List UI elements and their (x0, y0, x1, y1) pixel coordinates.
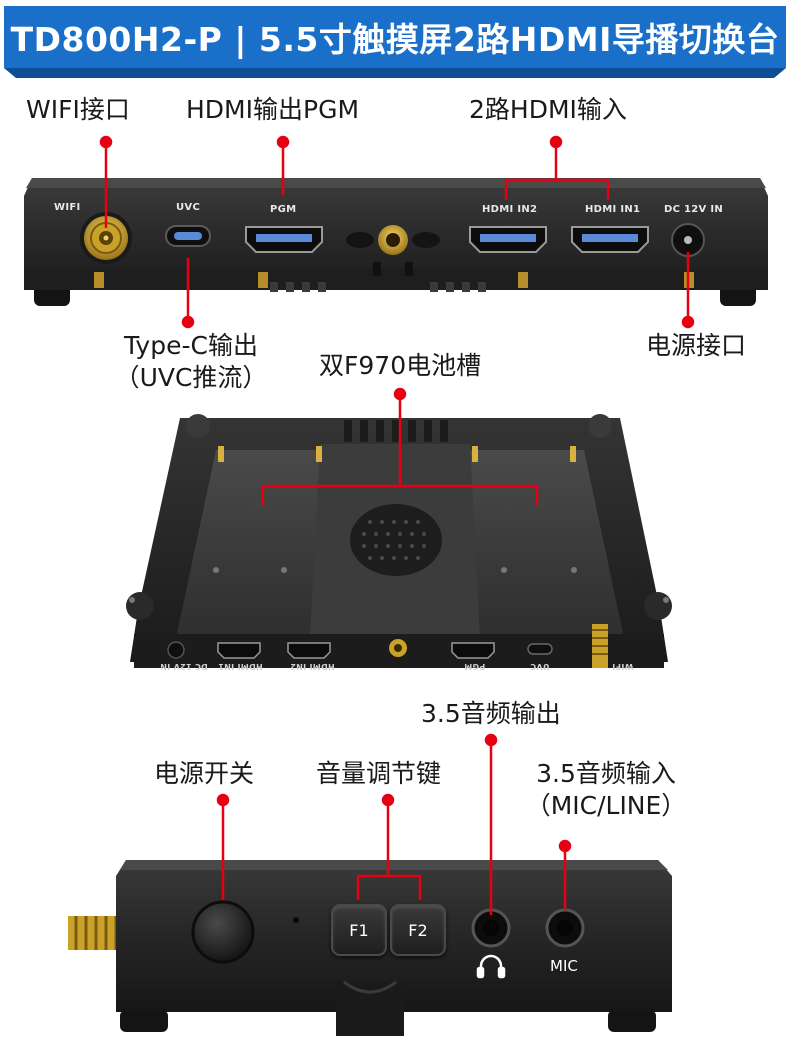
label-wifi-port: WIFI接口 (26, 95, 130, 124)
battery-slot-device: DC 12V IN HDMI IN1 HDMI IN2 PGM UVC WIFI (120, 410, 680, 690)
label-typec-line1: Type-C输出 (124, 331, 258, 360)
label-power-switch: 电源开关 (154, 759, 255, 788)
label-audio-in: 3.5音频输入 （MIC/LINE） (516, 758, 696, 822)
rear-hdmi-in1-tag: HDMI IN1 (585, 204, 641, 215)
front-panel-device: F1 F2 MIC (68, 856, 680, 1036)
label-audio-in-line1: 3.5音频输入 (536, 759, 676, 788)
bat-in2-tag: HDMI IN2 (290, 662, 335, 671)
label-battery-slots: 双F970电池槽 (319, 351, 482, 380)
label-hdmi-out: HDMI输出PGM (186, 95, 360, 124)
bat-dc-tag: DC 12V IN (160, 662, 208, 671)
label-hdmi-in: 2路HDMI输入 (469, 95, 627, 124)
banner-shape (4, 6, 786, 78)
bat-in1-tag: HDMI IN1 (218, 662, 263, 671)
rear-uvc-tag: UVC (176, 202, 201, 213)
bat-pgm-tag: PGM (464, 662, 486, 671)
label-typec-line2: （UVC推流） (114, 363, 268, 392)
label-typec: Type-C输出 （UVC推流） (106, 330, 276, 394)
rear-hdmi-in2-tag: HDMI IN2 (482, 204, 538, 215)
bat-uvc-tag: UVC (530, 662, 550, 671)
label-volume-keys: 音量调节键 (316, 759, 442, 788)
mic-label: MIC (550, 957, 578, 975)
bat-wifi-tag: WIFI (612, 662, 634, 671)
f2-button[interactable]: F2 (390, 904, 446, 956)
label-audio-out: 3.5音频输出 (421, 699, 561, 728)
header-banner: TD800H2-P | 5.5寸触摸屏2路HDMI导播切换台 (4, 6, 786, 80)
rear-wifi-tag: WIFI (54, 202, 81, 213)
page-title: TD800H2-P | 5.5寸触摸屏2路HDMI导播切换台 (10, 20, 780, 59)
headphone-icon (476, 954, 506, 979)
rear-panel-device: WIFI UVC PGM HDMI IN2 HDMI IN1 DC 12V IN (20, 172, 772, 312)
f1-button[interactable]: F1 (331, 904, 387, 956)
rear-pgm-tag: PGM (270, 204, 297, 215)
rear-dc-tag: DC 12V IN (664, 204, 724, 215)
label-power-port: 电源接口 (646, 331, 747, 360)
label-audio-in-line2: （MIC/LINE） (525, 791, 687, 820)
